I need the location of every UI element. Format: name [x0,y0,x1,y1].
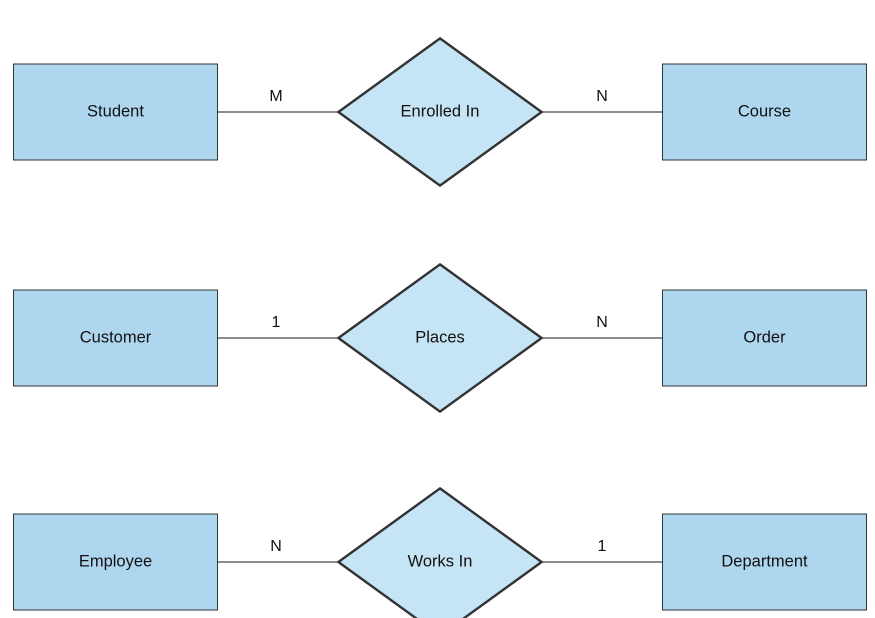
relationship-places[interactable]: Places [337,263,543,413]
relationship-works-in[interactable]: Works In [337,487,543,618]
er-relationship-row: Customer 1 Places N Order [0,263,875,413]
entity-label: Order [743,328,786,347]
entity-label: Department [721,552,808,571]
entity-customer[interactable]: Customer [13,289,218,387]
cardinality-label-left: 1 [271,314,281,331]
er-relationship-row: Student M Enrolled In N Course [0,37,875,187]
cardinality-label-right: N [596,88,608,105]
entity-department[interactable]: Department [662,513,867,611]
entity-label: Employee [78,552,153,571]
diamond-shape-icon [337,487,543,618]
entity-course[interactable]: Course [662,63,867,161]
connector-line-right [542,337,663,339]
cardinality-label-right: N [596,314,608,331]
entity-label: Customer [79,328,152,347]
connector-line-left [218,111,338,113]
diamond-shape-icon [337,263,543,413]
entity-label: Course [737,102,792,121]
connector-line-left [218,561,338,563]
entity-label: Student [87,102,144,121]
entity-employee[interactable]: Employee [13,513,218,611]
er-relationship-row: Employee N Works In 1 Department [0,487,875,618]
connector-line-right [542,561,663,563]
diamond-shape-icon [337,37,543,187]
cardinality-label-right: 1 [597,538,607,555]
cardinality-label-left: N [270,538,282,555]
connector-line-left [218,337,338,339]
cardinality-label-left: M [269,88,283,105]
relationship-enrolled-in[interactable]: Enrolled In [337,37,543,187]
entity-student[interactable]: Student [13,63,218,161]
entity-order[interactable]: Order [662,289,867,387]
connector-line-right [542,111,663,113]
